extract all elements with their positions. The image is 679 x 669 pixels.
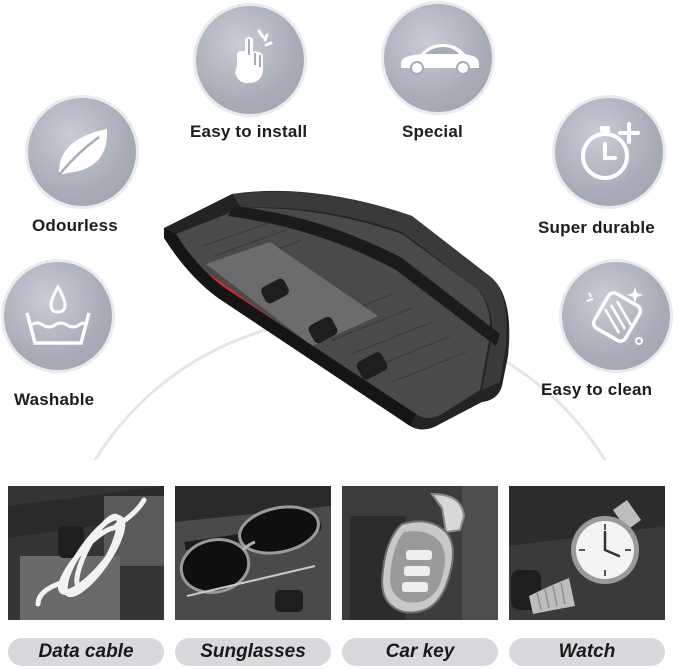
leaf-icon [28,98,136,206]
caption-sunglasses: Sunglasses [175,638,331,666]
wiping-hand-icon [562,262,670,370]
feature-label: Washable [14,390,95,409]
console-tray-image [162,186,518,464]
feature-label: Easy to clean [541,380,653,399]
hand-gesture-icon [196,6,304,114]
car-icon [384,4,492,112]
stopwatch-plus-icon [555,98,663,206]
wristwatch-image [509,486,665,620]
caption-car-key: Car key [342,638,498,666]
coiled-cable-image [8,486,164,620]
feature-label: Special [402,122,463,141]
car-key-fob-image [342,486,498,620]
caption-data-cable: Data cable [8,638,164,666]
caption-watch: Watch [509,638,665,666]
feature-label: Super durable [538,218,655,237]
sunglasses-image [175,486,331,620]
wash-basin-icon [4,262,112,370]
feature-label: Odourless [32,216,118,235]
feature-label: Easy to install [190,122,308,141]
